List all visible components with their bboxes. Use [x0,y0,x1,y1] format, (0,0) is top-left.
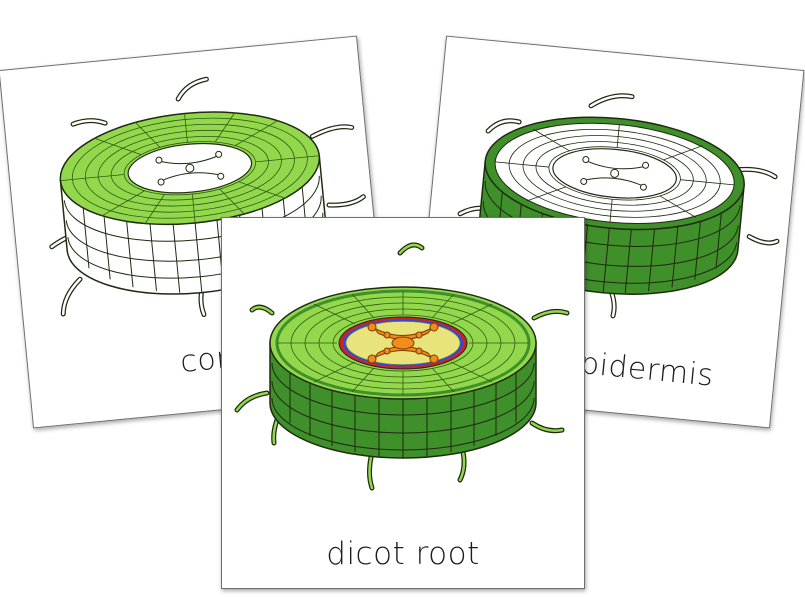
card-label: dicot root [326,536,480,572]
dicot-root-card[interactable]: dicot root [221,217,585,589]
epidermis-card[interactable]: epidermis [411,35,805,429]
root-cross-section-illustration-dicot-root [234,242,570,491]
root-cross-section-illustration-epidermis [457,93,780,319]
